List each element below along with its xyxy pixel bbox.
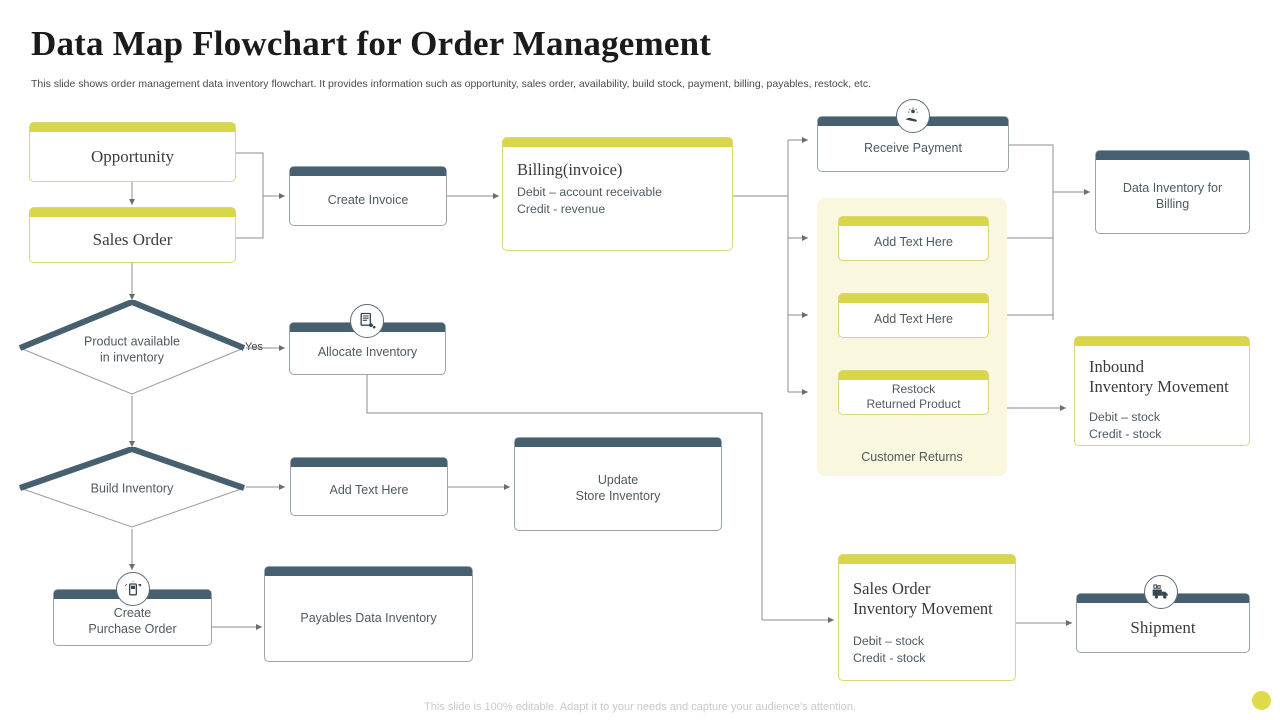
panel-customer-returns-caption: Customer Returns [861, 450, 963, 464]
node-billing-line-1: Debit – account receivable [517, 185, 662, 200]
node-create-invoice-label: Create Invoice [327, 192, 409, 207]
node-add-text-2-label: Add Text Here [874, 312, 953, 327]
node-inbound-movement-line-1: Debit – stock [1089, 410, 1161, 425]
node-receive-payment-label: Receive Payment [864, 140, 962, 155]
hand-coins-icon [896, 99, 930, 133]
node-add-text-3-label: Add Text Here [329, 483, 409, 498]
node-accent-bar [839, 217, 988, 226]
node-accent-bar [839, 555, 1015, 564]
node-sales-order[interactable]: Sales Order [29, 207, 236, 263]
node-opportunity-label: Opportunity [90, 146, 175, 166]
node-accent-bar [265, 567, 472, 576]
node-billing-invoice[interactable]: Billing(invoice) Debit – account receiva… [502, 137, 733, 251]
node-accent-bar [30, 123, 235, 132]
node-sales-order-movement-line-1: Debit – stock [853, 634, 925, 649]
node-sales-order-label: Sales Order [92, 229, 173, 249]
delivery-truck-icon [1144, 575, 1178, 609]
node-accent-bar [1096, 151, 1249, 160]
node-allocate-inventory-label: Allocate Inventory [317, 345, 418, 360]
page-subtitle: This slide shows order management data i… [31, 78, 872, 90]
node-billing-line-2: Credit - revenue [517, 201, 606, 216]
node-create-invoice[interactable]: Create Invoice [289, 166, 447, 226]
node-opportunity[interactable]: Opportunity [29, 122, 236, 182]
diamond-shape [18, 445, 246, 528]
node-inbound-inventory-movement[interactable]: Inbound Inventory Movement Debit – stock… [1074, 336, 1250, 446]
node-update-store-inventory[interactable]: Update Store Inventory [514, 437, 722, 531]
decision-build-inventory[interactable]: Build Inventory [18, 445, 246, 529]
decision-product-available[interactable]: Product available in inventory [18, 298, 246, 396]
edge-label-yes: Yes [245, 341, 263, 353]
node-accent-bar [291, 458, 447, 467]
node-accent-bar [290, 167, 446, 176]
node-accent-bar [515, 438, 721, 447]
node-restock-label: Restock Returned Product [866, 382, 961, 411]
node-add-text-1[interactable]: Add Text Here [838, 216, 989, 261]
slide-footer-note: This slide is 100% editable. Adapt it to… [424, 701, 856, 713]
node-add-text-2[interactable]: Add Text Here [838, 293, 989, 338]
node-payables-data-inventory-label: Payables Data Inventory [300, 610, 437, 625]
node-data-inventory-for-billing-label: Data Inventory for Billing [1122, 180, 1223, 211]
node-sales-order-movement-heading: Sales Order Inventory Movement [853, 579, 993, 619]
node-billing-content: Billing(invoice) Debit – account receiva… [517, 160, 722, 217]
node-inbound-movement-content: Inbound Inventory Movement Debit – stock… [1089, 357, 1239, 442]
node-update-store-inventory-label: Update Store Inventory [575, 472, 661, 503]
inventory-server-icon [350, 304, 384, 338]
node-accent-bar [839, 294, 988, 303]
node-accent-bar [1075, 337, 1249, 346]
decorative-dot [1252, 691, 1271, 710]
page-title: Data Map Flowchart for Order Management [31, 24, 712, 63]
node-payables-data-inventory[interactable]: Payables Data Inventory [264, 566, 473, 662]
purchase-order-icon [116, 572, 150, 606]
node-accent-bar [839, 371, 988, 380]
node-data-inventory-for-billing[interactable]: Data Inventory for Billing [1095, 150, 1250, 234]
diamond-shape [18, 298, 246, 395]
node-restock-returned-product[interactable]: Restock Returned Product [838, 370, 989, 415]
node-inbound-movement-line-2: Credit - stock [1089, 426, 1162, 441]
node-accent-bar [503, 138, 732, 147]
node-shipment-label: Shipment [1130, 617, 1196, 637]
node-sales-order-movement-line-2: Credit - stock [853, 650, 926, 665]
node-accent-bar [30, 208, 235, 217]
node-inbound-movement-heading: Inbound Inventory Movement [1089, 357, 1229, 397]
node-sales-order-movement-content: Sales Order Inventory Movement Debit – s… [853, 579, 1005, 666]
node-create-purchase-order-label: Create Purchase Order [88, 606, 177, 636]
node-billing-heading: Billing(invoice) [517, 160, 623, 179]
node-add-text-1-label: Add Text Here [874, 235, 953, 250]
node-sales-order-inventory-movement[interactable]: Sales Order Inventory Movement Debit – s… [838, 554, 1016, 681]
node-add-text-3[interactable]: Add Text Here [290, 457, 448, 516]
